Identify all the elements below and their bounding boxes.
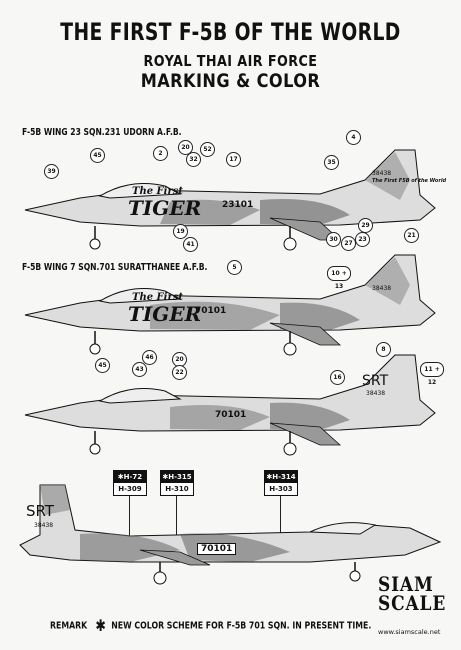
profile-2-caption: F-5B WING 7 SQN.701 SURATTHANEE A.F.B. bbox=[22, 262, 208, 273]
callout-29: 29 bbox=[358, 218, 373, 233]
callout-20: 20 bbox=[178, 140, 193, 155]
remark-line: REMARK ✱ NEW COLOR SCHEME FOR F-5B 701 S… bbox=[50, 616, 371, 635]
callout-10-13: 10 + 13 bbox=[327, 266, 351, 290]
leader-line bbox=[176, 496, 177, 538]
callout-17: 17 bbox=[226, 152, 241, 167]
callout-2: 2 bbox=[153, 146, 168, 161]
star-icon: ✱ bbox=[162, 473, 169, 481]
profile-2-script-text: The First bbox=[132, 292, 183, 303]
profile-1-tiger-text: TIGER bbox=[128, 196, 202, 220]
callout-5: 5 bbox=[227, 260, 242, 275]
profile-1-tail-serial: 38438 bbox=[372, 170, 392, 177]
subtitle-air-force: ROYAL THAI AIR FORCE bbox=[143, 52, 318, 70]
star-icon: ✱ bbox=[95, 616, 106, 635]
callout-39: 39 bbox=[44, 164, 59, 179]
callout-22: 22 bbox=[172, 365, 187, 380]
profile-3-aircraft bbox=[24, 354, 436, 456]
profile-2-aircraft bbox=[24, 254, 436, 356]
logo-url[interactable]: www.siamscale.net bbox=[378, 628, 441, 636]
siam-scale-logo: SIAM SCALE bbox=[378, 572, 447, 615]
subtitle-marking: MARKING & COLOR bbox=[140, 70, 321, 92]
callout-21: 21 bbox=[404, 228, 419, 243]
star-icon: ✱ bbox=[266, 473, 273, 481]
profile-2-tail-serial: 38438 bbox=[372, 285, 392, 292]
callout-45-b: 45 bbox=[95, 358, 110, 373]
callout-4: 4 bbox=[346, 130, 361, 145]
profile-3-tail-serial: 38438 bbox=[366, 390, 386, 397]
callout-27: 27 bbox=[341, 236, 356, 251]
profile-4-tail-serial: 38438 bbox=[34, 522, 54, 529]
remark-text: NEW COLOR SCHEME FOR F-5B 701 SQN. IN PR… bbox=[111, 620, 372, 632]
profile-3-serial: 70101 bbox=[215, 410, 247, 420]
color-swatch-2: ✱H-315 H-310 bbox=[160, 470, 194, 496]
callout-41: 41 bbox=[183, 237, 198, 252]
leader-line bbox=[280, 496, 281, 551]
callout-19: 19 bbox=[173, 224, 188, 239]
profile-1-aircraft bbox=[24, 149, 436, 251]
callout-32: 32 bbox=[186, 152, 201, 167]
callout-46: 46 bbox=[142, 350, 157, 365]
profile-4-tail-text: SRT bbox=[26, 502, 55, 520]
callout-35: 35 bbox=[324, 155, 339, 170]
logo-line-2: SCALE bbox=[378, 591, 447, 615]
star-icon: ✱ bbox=[117, 473, 124, 481]
color-swatch-1: ✱H-72 H-309 bbox=[113, 470, 147, 496]
profile-3-tail-text: SRT bbox=[362, 373, 389, 389]
callout-43: 43 bbox=[132, 362, 147, 377]
profile-1-script-text: The First bbox=[132, 186, 183, 197]
profile-1-serial: 23101 bbox=[222, 200, 254, 210]
main-title: THE FIRST F-5B OF THE WORLD bbox=[60, 18, 401, 46]
profile-2-tiger-text: TIGER bbox=[128, 302, 202, 326]
callout-16: 16 bbox=[330, 370, 345, 385]
profile-4-aircraft bbox=[19, 484, 442, 585]
profile-1-tail-text: The First F5B of the World bbox=[372, 178, 447, 184]
logo-line-1: SIAM bbox=[378, 572, 434, 596]
leader-line bbox=[129, 496, 130, 546]
profile-1-caption: F-5B WING 23 SQN.231 UDORN A.F.B. bbox=[22, 127, 182, 138]
color-swatch-3: ✱H-314 H-303 bbox=[264, 470, 298, 496]
callout-30: 30 bbox=[326, 232, 341, 247]
callout-8: 8 bbox=[376, 342, 391, 357]
callout-11-12: 11 + 12 bbox=[420, 362, 444, 386]
profile-4-serial: 70101 bbox=[197, 543, 237, 555]
callout-52: 52 bbox=[200, 142, 215, 157]
remark-label: REMARK bbox=[50, 620, 88, 632]
callout-45: 45 bbox=[90, 148, 105, 163]
profile-2-serial: 70101 bbox=[195, 306, 227, 316]
